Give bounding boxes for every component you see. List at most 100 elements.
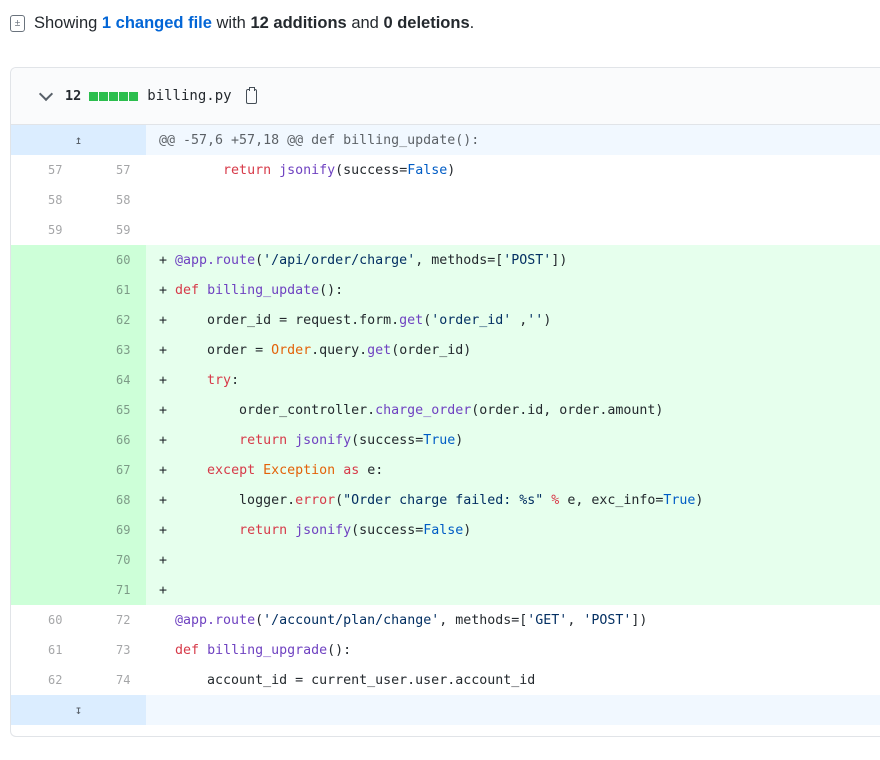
code-line: + order_controller.charge_order(order.id… <box>146 395 880 425</box>
new-line-number[interactable]: 59 <box>116 223 131 237</box>
new-line-number[interactable]: 66 <box>78 425 146 455</box>
old-line-number[interactable] <box>11 275 78 305</box>
added-line-row: 70 + <box>11 545 880 575</box>
diff-icon: ± <box>10 15 25 32</box>
code-token: True <box>663 492 696 508</box>
code-line: def billing_upgrade(): <box>146 635 880 665</box>
old-line-number[interactable] <box>11 425 78 455</box>
old-line-number[interactable] <box>11 485 78 515</box>
summary-with: with <box>216 14 246 32</box>
code-token: ]) <box>551 252 568 268</box>
old-line-number[interactable] <box>11 365 78 395</box>
file-diff: 12 billing.py ↥ @@ -57,6 +57,18 @@ def b… <box>10 67 880 737</box>
code-token: + <box>159 552 168 568</box>
new-line-number[interactable]: 72 <box>116 613 131 627</box>
code-token: ) <box>455 432 464 448</box>
old-line-number[interactable] <box>11 335 78 365</box>
code-token <box>543 493 551 508</box>
old-line-number[interactable]: 62 <box>48 673 63 687</box>
old-line-number[interactable] <box>11 575 78 605</box>
code-line: return jsonify(success=False) <box>146 155 880 185</box>
code-token: (): <box>327 642 352 658</box>
expand-up-button[interactable]: ↥ <box>11 125 146 155</box>
new-line-number[interactable]: 63 <box>78 335 146 365</box>
new-line-number[interactable]: 74 <box>116 673 131 687</box>
changed-files-link[interactable]: 1 changed file <box>101 14 212 32</box>
code-token <box>271 163 279 178</box>
new-line-number[interactable]: 69 <box>78 515 146 545</box>
clipboard-icon[interactable] <box>245 86 257 104</box>
code-token <box>159 613 175 628</box>
chevron-down-icon[interactable] <box>38 86 54 101</box>
old-line-number[interactable] <box>11 545 78 575</box>
code-token: , <box>567 612 584 628</box>
code-token <box>159 643 175 658</box>
context-line-row: 61 73 def billing_upgrade(): <box>11 635 880 665</box>
code-line: + logger.error("Order charge failed: %s"… <box>146 485 880 515</box>
added-line-row: 67+ except Exception as e: <box>11 455 880 485</box>
new-line-number[interactable]: 68 <box>78 485 146 515</box>
code-token: % <box>551 492 560 508</box>
code-token: ( <box>255 252 264 268</box>
new-line-number[interactable]: 65 <box>78 395 146 425</box>
old-line-number[interactable] <box>11 305 78 335</box>
expand-down-icon: ↧ <box>74 703 83 717</box>
new-line-number[interactable]: 73 <box>116 643 131 657</box>
code-token <box>199 643 207 658</box>
new-line-number[interactable]: 57 <box>116 163 131 177</box>
diffstat-block <box>129 91 139 101</box>
new-line-number[interactable]: 62 <box>78 305 146 335</box>
code-line: + def billing_update(): <box>146 275 880 305</box>
code-token: get <box>399 312 424 328</box>
code-token: except <box>207 462 256 478</box>
summary-end: . <box>469 14 475 32</box>
code-line: account_id = current_user.user.account_i… <box>146 665 880 695</box>
code-token: jsonify <box>279 162 336 178</box>
code-token: ]) <box>631 612 648 628</box>
code-token <box>335 463 343 478</box>
old-line-number[interactable]: 60 <box>48 613 63 627</box>
code-token: (success= <box>351 432 424 448</box>
code-token: get <box>367 342 392 358</box>
new-line-number[interactable]: 61 <box>78 275 146 305</box>
code-token: charge_order <box>375 402 472 418</box>
expand-down-button[interactable]: ↧ <box>11 695 146 725</box>
code-token: billing_upgrade <box>207 642 328 658</box>
old-line-number[interactable] <box>11 395 78 425</box>
diffstat-blocks <box>89 91 139 101</box>
code-token: e: <box>359 462 384 478</box>
old-line-number[interactable]: 61 <box>48 643 63 657</box>
code-token: e, exc_info= <box>559 492 664 508</box>
new-line-number[interactable]: 67 <box>78 455 146 485</box>
added-line-row: 61+ def billing_update(): <box>11 275 880 305</box>
context-line-row: 58 58 <box>11 185 880 215</box>
old-line-number[interactable]: 59 <box>48 223 63 237</box>
code-token: "Order charge failed: %s" <box>343 492 544 508</box>
new-line-number[interactable]: 64 <box>78 365 146 395</box>
code-token: billing_update <box>207 282 320 298</box>
new-line-number[interactable]: 71 <box>78 575 146 605</box>
old-line-number[interactable]: 58 <box>48 193 63 207</box>
code-token <box>287 433 295 448</box>
old-line-number[interactable] <box>11 245 78 275</box>
old-line-number[interactable] <box>11 455 78 485</box>
code-token: Order <box>271 342 312 358</box>
old-line-number[interactable]: 57 <box>48 163 63 177</box>
old-line-number[interactable] <box>11 515 78 545</box>
code-token: 'order_id' <box>431 312 512 328</box>
code-line: + try: <box>146 365 880 395</box>
new-line-number[interactable]: 60 <box>78 245 146 275</box>
code-token: + order_id = request.form. <box>159 312 400 328</box>
file-header: 12 billing.py <box>11 68 880 125</box>
file-name[interactable]: billing.py <box>147 88 232 104</box>
code-token: + <box>159 372 208 388</box>
code-line <box>146 215 880 245</box>
new-line-number[interactable]: 70 <box>78 545 146 575</box>
new-line-number[interactable]: 58 <box>116 193 131 207</box>
diffstat-block <box>89 91 99 101</box>
added-line-row: 63+ order = Order.query.get(order_id) <box>11 335 880 365</box>
code-token <box>255 463 263 478</box>
expand-down-row: ↧ <box>11 695 880 725</box>
code-token: 'POST' <box>583 612 632 628</box>
code-token <box>159 163 223 178</box>
